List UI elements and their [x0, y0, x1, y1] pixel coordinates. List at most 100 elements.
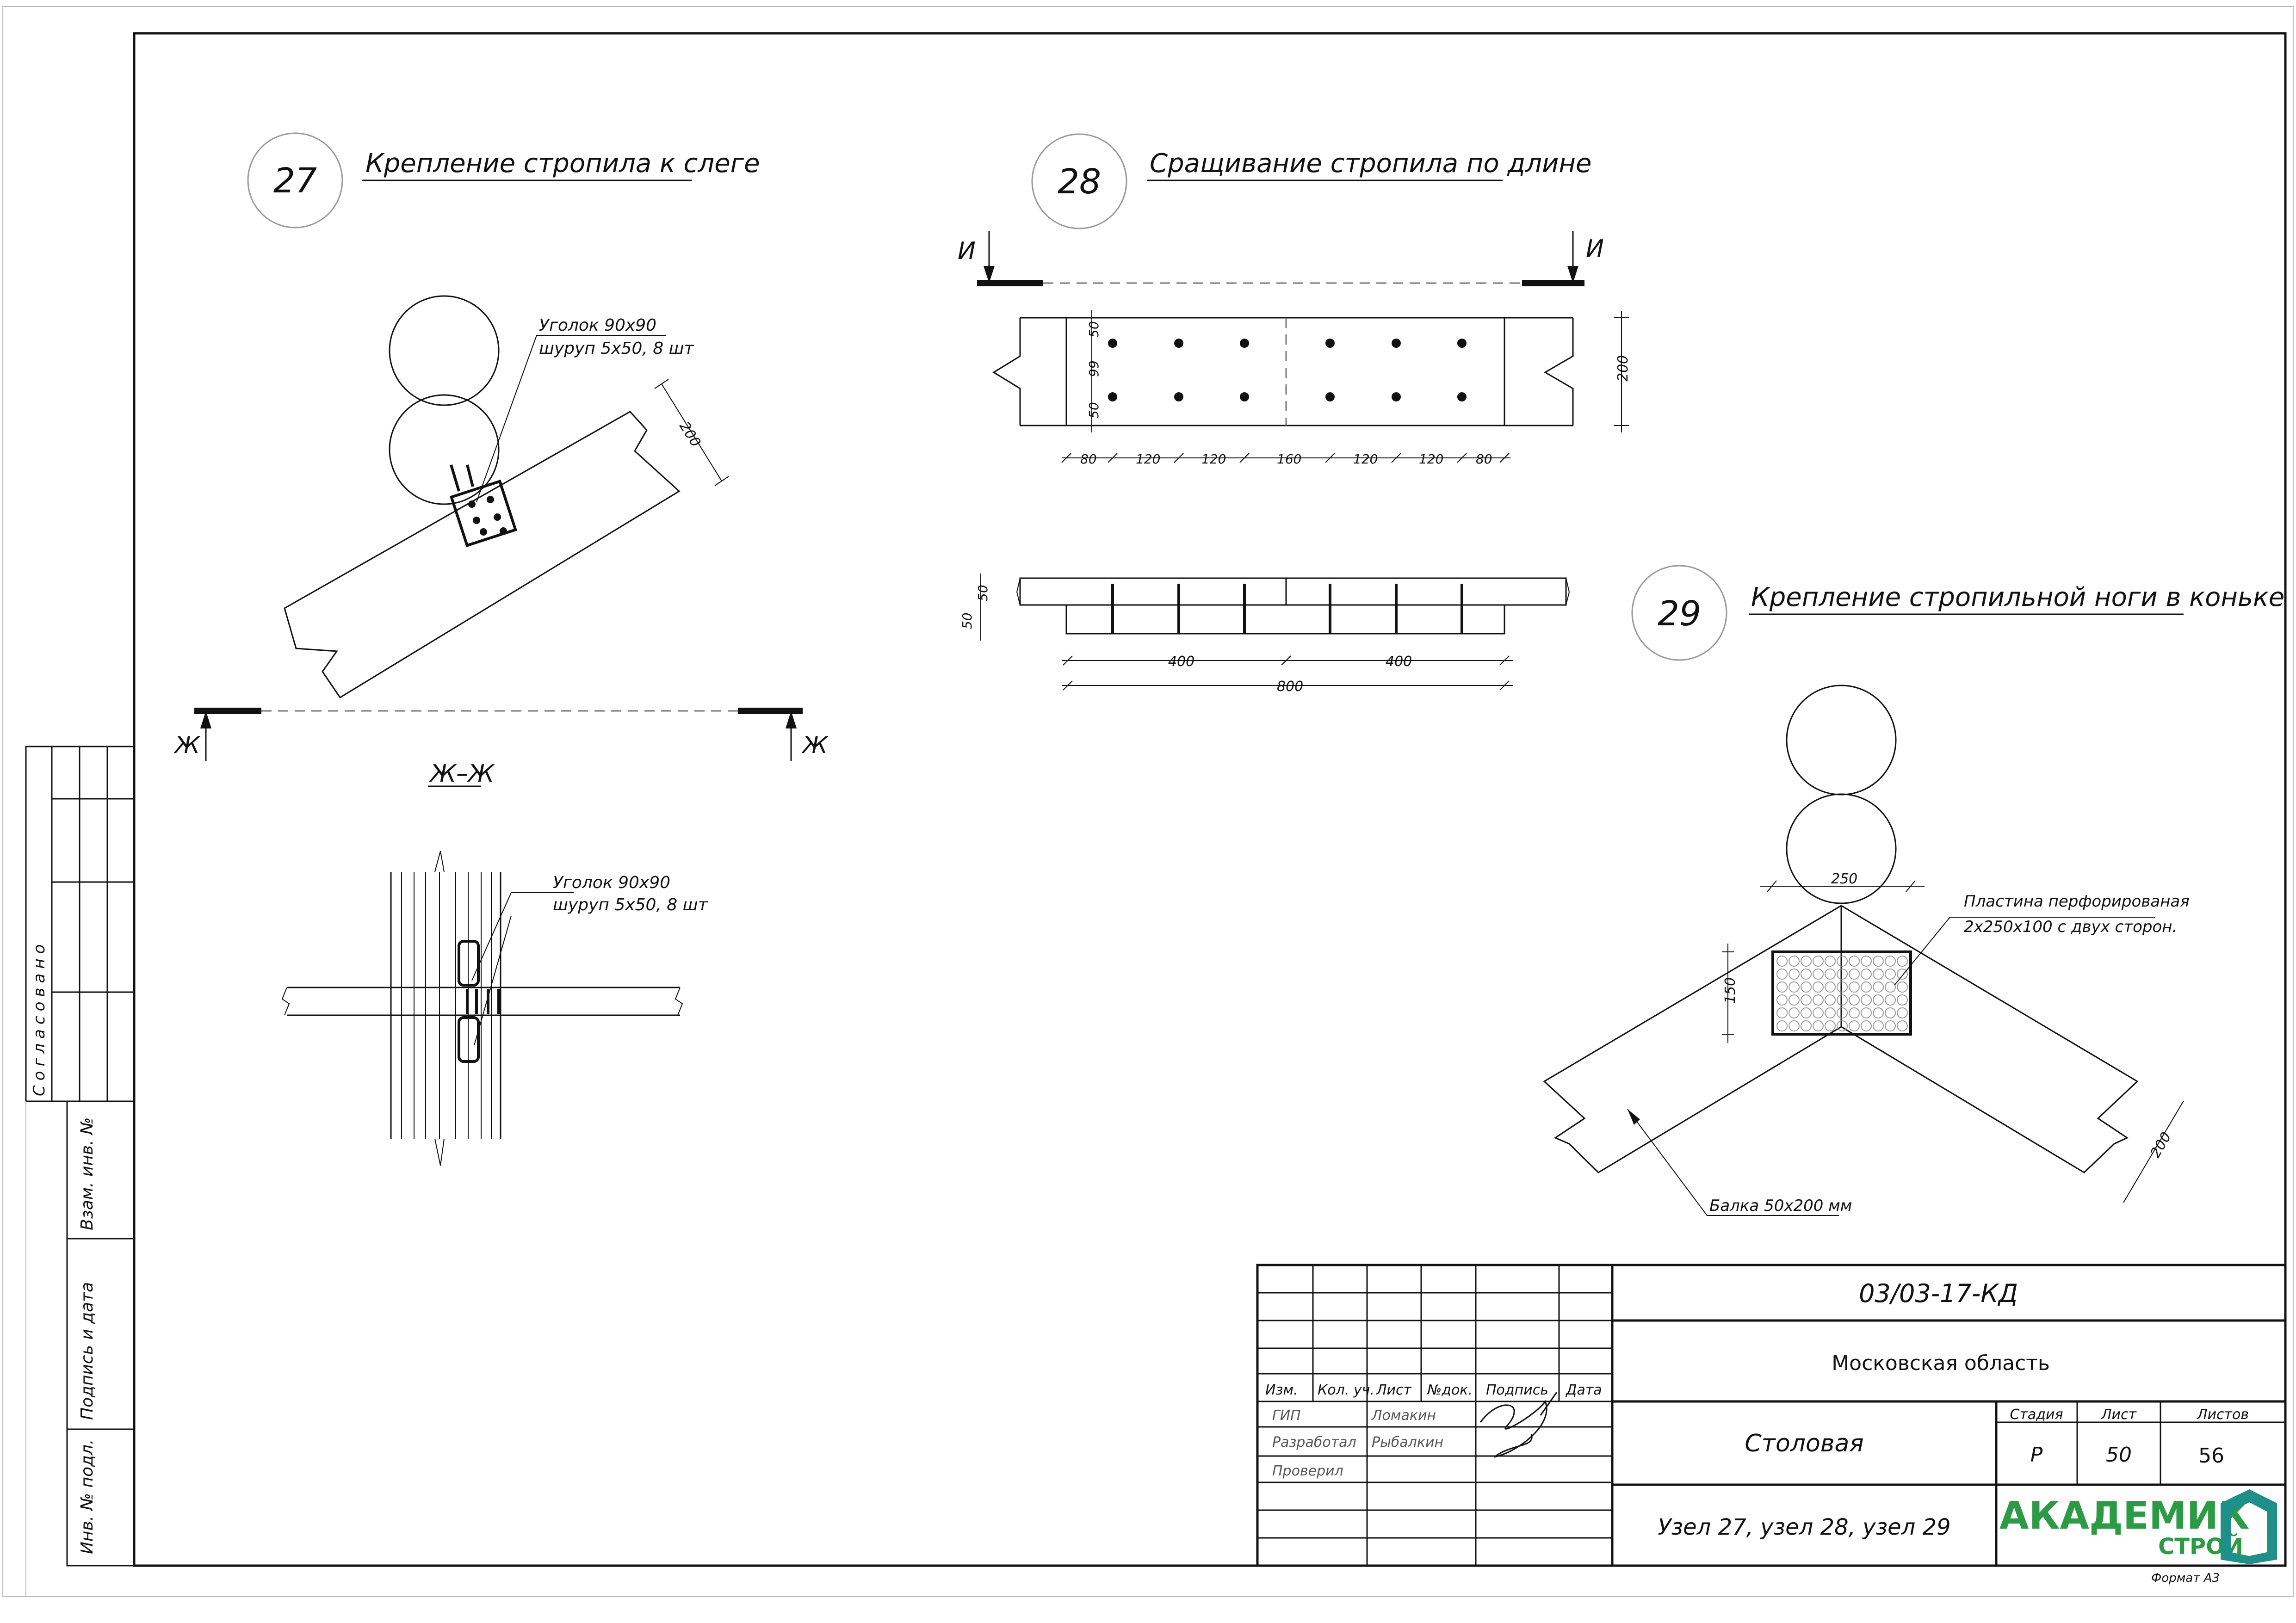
object-name: Столовая: [1745, 1430, 1863, 1457]
callout-27b-line2: шуруп 5х50, 8 шт: [553, 895, 708, 914]
bracket-screws: [468, 496, 507, 536]
perforation-hole: [1813, 1007, 1824, 1018]
stage-label: Стадия: [2010, 1407, 2063, 1423]
perforation-hole: [1837, 1007, 1848, 1018]
dim-28-b1: 400: [1386, 654, 1412, 670]
perforation-hole: [1885, 969, 1896, 980]
perforation-hole: [1897, 981, 1908, 993]
dim-28-h2: 120: [1201, 451, 1226, 467]
perforation-hole: [1873, 1020, 1884, 1031]
perforation-hole: [1873, 1007, 1884, 1018]
plate-callout-line1: Пластина перфорированая: [1964, 892, 2190, 911]
doc-code: 03/03-17-КД: [1859, 1279, 2018, 1308]
perforation-hole: [1813, 969, 1824, 980]
perforation-hole: [1801, 956, 1812, 967]
detail-27: 27 Крепление стропила к слеге Уголок 90х…: [173, 132, 829, 1166]
perforation-hole: [1776, 1020, 1788, 1031]
col-izm: Изм.: [1265, 1382, 1298, 1398]
side-stamp: Согласовано Взам. инв. № Подпись и дата …: [25, 746, 135, 1597]
dim-28-v0: 50: [1086, 321, 1102, 338]
dim-28-side0: 50: [959, 612, 975, 629]
callout-27-line2: шуруп 5х50, 8 шт: [539, 339, 694, 358]
dim-28-h3: 160: [1277, 451, 1301, 467]
detail-29-marker: [1631, 565, 1727, 661]
perforation-hole: [1776, 994, 1788, 1006]
perforation-hole: [1885, 956, 1896, 967]
perforation-hole: [1861, 994, 1872, 1006]
mark-i-left: И: [958, 237, 976, 265]
section-mark-right: Ж: [801, 732, 829, 759]
perforation-hole: [1849, 956, 1860, 967]
role-check: Проверил: [1272, 1463, 1343, 1479]
role-gip: ГИП: [1272, 1407, 1301, 1424]
plate-perforations: [1776, 956, 1908, 1031]
col-date: Дата: [1565, 1382, 1602, 1398]
section-mark-left: Ж: [173, 732, 201, 759]
perforation-hole: [1885, 994, 1896, 1006]
perforation-hole: [1789, 956, 1800, 967]
name-gip: Ломакин: [1371, 1407, 1436, 1424]
perforation-hole: [1813, 981, 1824, 993]
col-kol: Кол. уч.: [1318, 1382, 1374, 1398]
perforation-hole: [1885, 1007, 1896, 1018]
perforation-hole: [1789, 969, 1800, 980]
perforation-hole: [1789, 1020, 1800, 1031]
ridge-log-bottom: [1786, 793, 1897, 904]
dim-28-h4: 120: [1353, 451, 1378, 467]
dim-28-height: 200: [1615, 355, 1631, 382]
beam-callout: Балка 50х200 мм: [1709, 1197, 1852, 1215]
sign-date-label: Подпись и дата: [78, 1282, 97, 1420]
perforation-hole: [1897, 956, 1908, 967]
dim-28-b0: 400: [1168, 654, 1194, 670]
perforation-hole: [1825, 956, 1836, 967]
stage-value: Р: [2030, 1443, 2043, 1467]
perforated-plate: [1771, 950, 1912, 1036]
detail-27-title: Крепление стропила к слеге: [365, 148, 760, 179]
perforation-hole: [1861, 981, 1872, 993]
detail-29: 29 Крепление стропильной ноги в коньке 2…: [1543, 565, 2284, 1216]
splice-elevation-view: 50 50 400 400 800: [959, 574, 1570, 695]
perforation-hole: [1873, 994, 1884, 1006]
callout-27b-line1: Уголок 90х90: [553, 873, 670, 892]
agreed-label: Согласовано: [30, 940, 49, 1096]
inv-no-label: Инв. № подл.: [78, 1439, 97, 1554]
signature: [1479, 1392, 1558, 1458]
detail-27-number: 27: [273, 161, 317, 201]
ref-no-label: Взам. инв. №: [78, 1117, 97, 1230]
perforation-hole: [1801, 994, 1812, 1006]
perforation-hole: [1813, 994, 1824, 1006]
name-dev: Рыбалкин: [1372, 1434, 1443, 1450]
perforation-hole: [1825, 981, 1836, 993]
title-block: 03/03-17-КД Московская область Столовая …: [1256, 1264, 2287, 1585]
dim-28-v2: 50: [1086, 402, 1102, 419]
sheet-label: Лист: [2101, 1407, 2137, 1423]
dim-28-total: 800: [1277, 679, 1303, 695]
sheets-label: Листов: [2197, 1407, 2249, 1423]
drawing-frame: [133, 32, 2287, 1567]
perforation-hole: [1837, 956, 1848, 967]
col-sign: Подпись: [1486, 1382, 1548, 1398]
perforation-hole: [1897, 1020, 1908, 1031]
col-ndok: №док.: [1426, 1382, 1473, 1398]
logo-main: АКАДЕМИК: [1999, 1494, 2249, 1538]
perforation-hole: [1837, 994, 1848, 1006]
perforation-hole: [1825, 969, 1836, 980]
perforation-hole: [1861, 1020, 1872, 1031]
sheet-title: Узел 27, узел 28, узел 29: [1658, 1514, 1950, 1540]
sheets-value: 56: [2198, 1444, 2224, 1468]
perforation-hole: [1776, 956, 1788, 967]
perforation-hole: [1849, 981, 1860, 993]
perforation-hole: [1837, 981, 1848, 993]
dim-28-h6: 80: [1476, 451, 1492, 467]
region: Московская область: [1832, 1351, 2050, 1375]
perforation-hole: [1849, 969, 1860, 980]
callout-27-line1: Уголок 90х90: [539, 316, 656, 335]
perforation-hole: [1873, 956, 1884, 967]
dim-29-plate: 150: [1722, 977, 1739, 1004]
detail-29-title: Крепление стропильной ноги в коньке: [1751, 582, 2284, 612]
perforation-hole: [1789, 994, 1800, 1006]
purlin-log-bottom: [389, 394, 500, 505]
plate-callout-line2: 2х250х100 с двух сторон.: [1964, 918, 2177, 936]
company-logo: АКАДЕМИК СТРОЙ: [1999, 1489, 2277, 1564]
